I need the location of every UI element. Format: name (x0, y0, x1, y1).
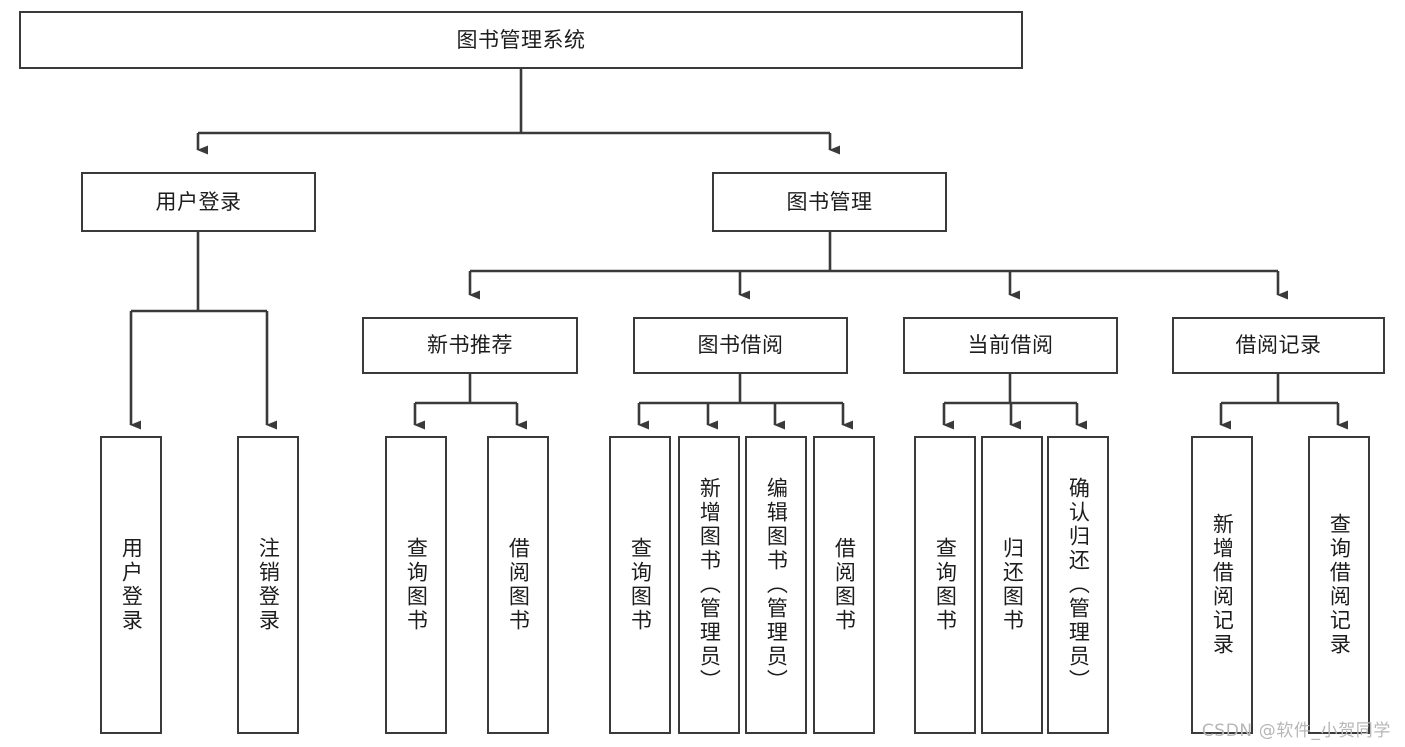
node-leaf-add-record-label: 新增借阅记录 (1210, 513, 1235, 657)
node-current-borrow[interactable]: 当前借阅 (903, 317, 1118, 374)
node-leaf-borrow-book-1-label: 借阅图书 (506, 537, 531, 633)
node-book-mgmt[interactable]: 图书管理 (712, 172, 947, 232)
node-book-borrow-label: 图书借阅 (697, 333, 784, 358)
node-leaf-user-login-label: 用户登录 (119, 537, 144, 633)
node-root-label: 图书管理系统 (456, 27, 586, 52)
node-leaf-query-record[interactable]: 查询借阅记录 (1308, 436, 1370, 734)
node-new-book-rec-label: 新书推荐 (427, 333, 513, 358)
node-leaf-query-record-label: 查询借阅记录 (1327, 513, 1352, 657)
node-leaf-add-book[interactable]: 新增图书（管理员） (678, 436, 740, 734)
node-leaf-add-book-label: 新增图书（管理员） (697, 477, 722, 693)
node-leaf-borrow-book-1[interactable]: 借阅图书 (487, 436, 549, 734)
node-user-login[interactable]: 用户登录 (81, 172, 316, 232)
node-leaf-query-book-1-label: 查询图书 (404, 537, 429, 633)
node-borrow-record-label: 借阅记录 (1235, 333, 1322, 358)
node-leaf-query-book-3[interactable]: 查询图书 (914, 436, 976, 734)
node-user-login-label: 用户登录 (155, 189, 242, 214)
node-leaf-confirm-return-label: 确认归还（管理员） (1066, 477, 1091, 693)
node-leaf-confirm-return[interactable]: 确认归还（管理员） (1047, 436, 1109, 734)
node-leaf-borrow-book-2-label: 借阅图书 (832, 537, 857, 633)
node-leaf-user-login[interactable]: 用户登录 (100, 436, 162, 734)
node-leaf-query-book-2[interactable]: 查询图书 (609, 436, 671, 734)
node-leaf-return-book-label: 归还图书 (1000, 537, 1025, 633)
node-leaf-return-book[interactable]: 归还图书 (981, 436, 1043, 734)
node-leaf-edit-book[interactable]: 编辑图书（管理员） (745, 436, 807, 734)
node-borrow-record[interactable]: 借阅记录 (1172, 317, 1385, 374)
node-leaf-borrow-book-2[interactable]: 借阅图书 (813, 436, 875, 734)
node-book-mgmt-label: 图书管理 (786, 189, 873, 214)
node-leaf-user-logout-label: 注销登录 (256, 537, 281, 633)
node-root[interactable]: 图书管理系统 (19, 11, 1023, 69)
node-book-borrow[interactable]: 图书借阅 (633, 317, 848, 374)
node-leaf-add-record[interactable]: 新增借阅记录 (1191, 436, 1253, 734)
node-leaf-query-book-3-label: 查询图书 (933, 537, 958, 633)
node-leaf-edit-book-label: 编辑图书（管理员） (764, 477, 789, 693)
node-new-book-rec[interactable]: 新书推荐 (362, 317, 578, 374)
node-current-borrow-label: 当前借阅 (967, 333, 1054, 358)
node-leaf-query-book-1[interactable]: 查询图书 (385, 436, 447, 734)
node-leaf-query-book-2-label: 查询图书 (628, 537, 653, 633)
node-leaf-user-logout[interactable]: 注销登录 (237, 436, 299, 734)
